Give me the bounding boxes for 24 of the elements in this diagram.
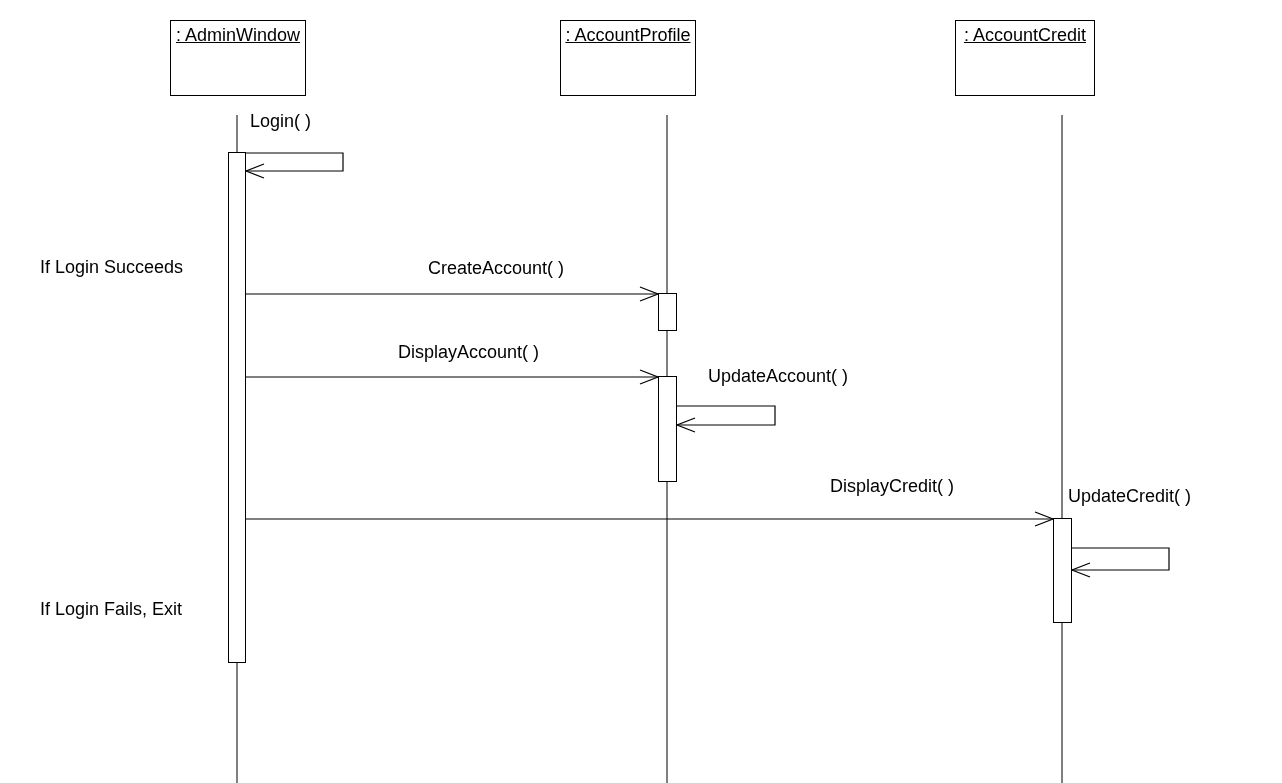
message-arrow (245, 286, 659, 302)
condition-note: If Login Fails, Exit (40, 598, 183, 620)
activation-bar (658, 376, 677, 482)
message-label: DisplayAccount( ) (398, 341, 540, 363)
message-label: CreateAccount( ) (428, 257, 565, 279)
object-name: : AdminWindow (175, 25, 301, 46)
message-arrow (245, 152, 344, 179)
message-arrow (245, 369, 659, 385)
object-name: : AccountCredit (963, 25, 1087, 46)
message-label: DisplayCredit( ) (830, 475, 955, 497)
activation-bar (1053, 518, 1072, 623)
message-arrow (245, 511, 1054, 527)
object-box (955, 20, 1095, 96)
message-label: UpdateCredit( ) (1068, 485, 1192, 507)
message-arrow (676, 405, 776, 433)
object-name: : AccountProfile (565, 25, 691, 46)
message-arrow (1071, 547, 1170, 578)
activation-bar (228, 152, 246, 663)
object-box (560, 20, 696, 96)
message-label: UpdateAccount( ) (708, 365, 849, 387)
object-box (170, 20, 306, 96)
activation-bar (658, 293, 677, 331)
message-label: Login( ) (250, 110, 312, 132)
condition-note: If Login Succeeds (40, 256, 184, 278)
